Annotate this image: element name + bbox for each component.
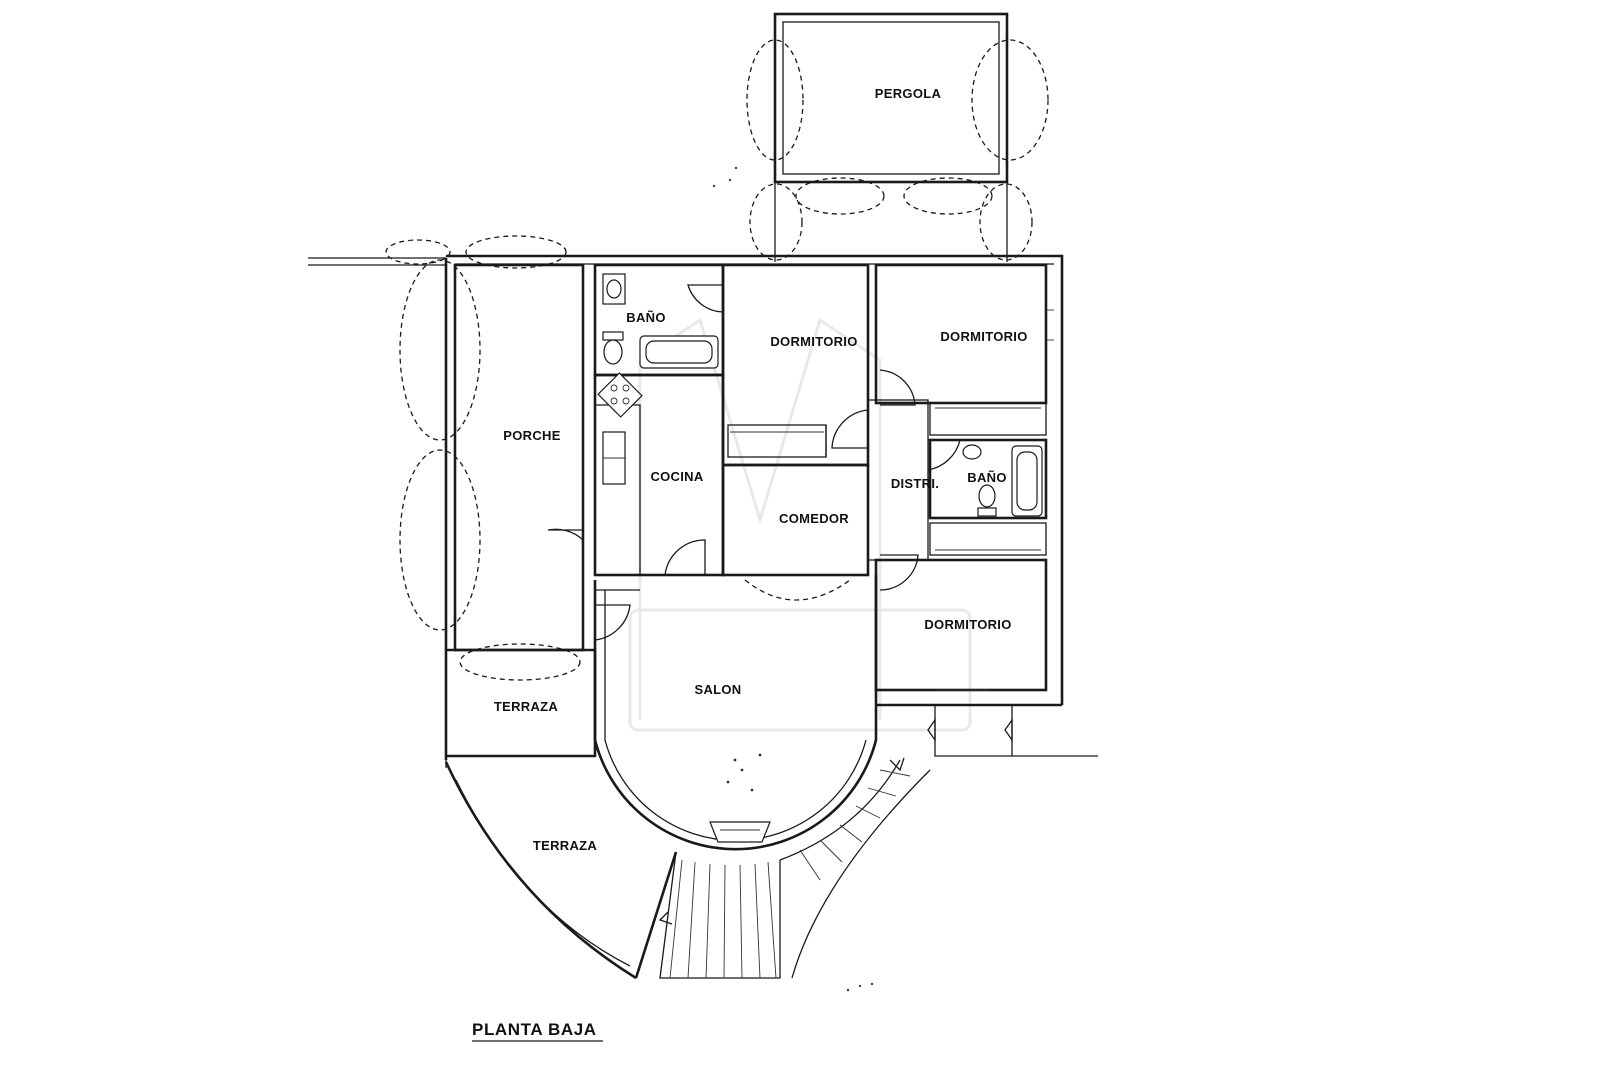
dormitorio-center-room xyxy=(721,263,870,467)
label-comedor: COMEDOR xyxy=(779,511,849,526)
bano-right-room xyxy=(928,402,1048,556)
label-cocina: COCINA xyxy=(650,469,703,484)
label-distribuidor: DISTRI. xyxy=(891,476,939,491)
label-terraza-1: TERRAZA xyxy=(494,699,559,714)
plan-title: PLANTA BAJA xyxy=(472,1020,597,1039)
label-dormitorio-3: DORMITORIO xyxy=(924,617,1011,632)
porche-room xyxy=(453,263,585,652)
label-porche: PORCHE xyxy=(503,428,560,443)
label-bano-2: BAÑO xyxy=(967,470,1006,485)
label-dormitorio-1: DORMITORIO xyxy=(770,334,857,349)
label-terraza-2: TERRAZA xyxy=(533,838,598,853)
dormitorio-lower-right-room xyxy=(874,558,1048,743)
label-dormitorio-2: DORMITORIO xyxy=(940,329,1027,344)
label-pergola: PERGOLA xyxy=(875,86,942,101)
staircase xyxy=(658,757,931,979)
bano-upper-left-room xyxy=(593,263,725,377)
comedor-room xyxy=(721,463,870,601)
label-salon: SALON xyxy=(695,682,742,697)
label-bano-1: BAÑO xyxy=(626,310,665,325)
pergola-area xyxy=(746,12,1049,262)
salon-room xyxy=(593,575,878,851)
terraza-lower-room xyxy=(444,756,678,980)
